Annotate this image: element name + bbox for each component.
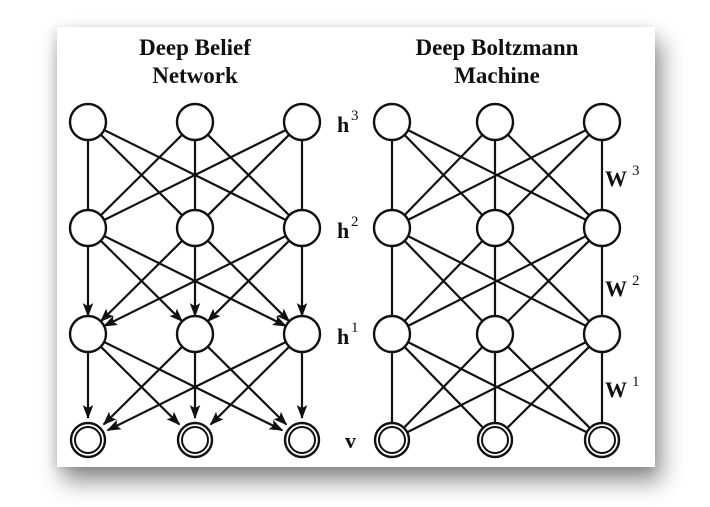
dbn-edge-h2-2-h1-0 — [103, 235, 287, 327]
layer-label-base: v — [345, 428, 356, 453]
dbm-edge-h2-2-h1-1 — [507, 239, 590, 323]
dbn-title-line-2: Network — [152, 63, 238, 88]
dbm-node-h2-2 — [582, 208, 622, 248]
dbm-edge-h2-1-h1-0 — [403, 240, 484, 322]
dbm-node-h3-0 — [372, 102, 412, 142]
dbn-node-h1-0 — [68, 314, 108, 354]
dbm-node-h2-0 — [372, 208, 412, 248]
dbm-nodes — [372, 102, 622, 459]
weight-label-sup: 3 — [632, 163, 640, 179]
dbn-edge-h1-0-v-1 — [100, 345, 181, 426]
dbn-edge-h1-1-v-0 — [102, 345, 183, 426]
dbn-node-h1-2 — [282, 314, 322, 354]
layer-label-h1: h 1 — [337, 320, 359, 349]
weight-label-base: W — [605, 166, 627, 191]
dbn-node-h2-1 — [175, 208, 215, 248]
dbn-edge-h1-2-v-1 — [209, 345, 290, 426]
dbn-title-line-1: Deep Belief — [139, 35, 251, 60]
dbm-edge-h1-2-v-1 — [507, 345, 590, 429]
dbm-node-h1-0 — [372, 314, 412, 354]
dbn-edge-h3-1-h2-0 — [100, 133, 183, 217]
dbm-node-h2-1 — [475, 208, 515, 248]
weight-label-sup: 2 — [632, 273, 640, 289]
dbm-edge-h1-1-v-0 — [403, 346, 484, 428]
dbn-node-h2-2 — [282, 208, 322, 248]
dbn-edges — [82, 129, 308, 432]
dbn-edge-h1-2-v-0 — [106, 341, 287, 432]
weight-label-sup: 1 — [632, 374, 640, 390]
dbn-node-h3-0 — [68, 102, 108, 142]
dbn-edge-h2-1-h1-0 — [99, 239, 183, 323]
dbn-edge-h3-2-h2-1 — [207, 133, 290, 217]
layer-label-v: v — [345, 428, 356, 453]
layer-label-sup: 3 — [351, 108, 359, 124]
layer-label-sup: 2 — [351, 214, 359, 230]
weight-label-w3: W 3 — [605, 163, 640, 191]
dbm-edge-h3-1-h2-0 — [403, 134, 484, 216]
dbn-node-h1-1 — [175, 314, 215, 354]
layer-label-sup: 1 — [351, 320, 359, 336]
dbm-title-line-2: Machine — [454, 63, 540, 88]
dbn-edge-h3-2-h2-0 — [103, 129, 287, 221]
dbm-edge-h1-2-v-0 — [407, 341, 587, 433]
dbn-edge-h1-1-v-2 — [207, 345, 288, 426]
dbn-nodes — [68, 102, 322, 459]
weight-label-base: W — [605, 276, 627, 301]
dbn-node-v-1 — [176, 421, 214, 459]
dbm-node-v-2 — [583, 421, 621, 459]
layer-label-h3: h 3 — [337, 108, 359, 137]
layer-label-base: h — [337, 324, 349, 349]
dbn-edge-h2-2-h1-1 — [206, 239, 290, 323]
weight-label-w2: W 2 — [605, 273, 640, 301]
dbm-edge-h2-2-h1-0 — [407, 235, 587, 327]
dbm-edge-h3-2-h2-0 — [407, 129, 587, 221]
dbn-node-v-0 — [69, 421, 107, 459]
dbn-node-v-2 — [283, 421, 321, 459]
dbm-node-v-1 — [476, 421, 514, 459]
dbm-edge-h3-2-h2-1 — [507, 133, 590, 217]
dbm-title-line-1: Deep Boltzmann — [416, 35, 579, 60]
weight-label-base: W — [605, 377, 627, 402]
dbm-node-v-0 — [373, 421, 411, 459]
weight-label-w1: W 1 — [605, 374, 640, 402]
dbm-node-h1-2 — [582, 314, 622, 354]
dbm-edges — [390, 129, 604, 433]
dbn-edge-h1-0-v-2 — [103, 341, 284, 432]
dbm-node-h3-2 — [582, 102, 622, 142]
dbn-node-h3-1 — [175, 102, 215, 142]
dbm-node-h1-1 — [475, 314, 515, 354]
layer-label-base: h — [337, 112, 349, 137]
dbn-node-h3-2 — [282, 102, 322, 142]
dbm-node-h3-1 — [475, 102, 515, 142]
dbn-node-h2-0 — [68, 208, 108, 248]
layer-label-base: h — [337, 218, 349, 243]
layer-label-h2: h 2 — [337, 214, 359, 243]
